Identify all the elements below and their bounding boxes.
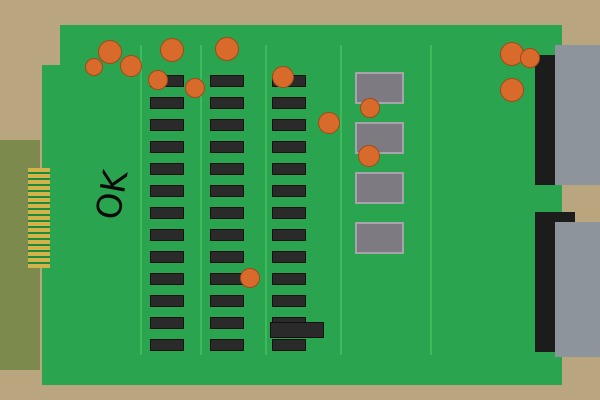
capacitor — [98, 40, 122, 64]
dip-chip — [150, 339, 184, 351]
ceramic-chip — [355, 172, 404, 204]
dip-chip — [272, 229, 306, 241]
dip-chip — [272, 251, 306, 263]
dip-chip — [150, 207, 184, 219]
ribbon-cable-bottom — [555, 222, 600, 357]
trace — [200, 45, 202, 355]
dip-chip — [150, 97, 184, 109]
dip-chip — [210, 141, 244, 153]
dip-chip — [150, 163, 184, 175]
ceramic-chip — [355, 72, 404, 104]
dip-chip — [210, 339, 244, 351]
dip-chip — [272, 339, 306, 351]
dip-chip — [272, 295, 306, 307]
capacitor — [272, 66, 294, 88]
trace — [340, 45, 342, 355]
dip-chip — [210, 163, 244, 175]
dip-chip — [210, 273, 244, 285]
capacitor — [318, 112, 340, 134]
dip-chip — [150, 141, 184, 153]
capacitor — [360, 98, 380, 118]
trace — [265, 45, 267, 355]
dip-chip — [272, 273, 306, 285]
capacitor — [148, 70, 168, 90]
dip-chip — [272, 207, 306, 219]
trace — [140, 45, 142, 355]
capacitor — [520, 48, 540, 68]
capacitor — [500, 78, 524, 102]
trace — [430, 45, 432, 355]
dip-chip — [210, 185, 244, 197]
dip-chip — [150, 251, 184, 263]
capacitor — [240, 268, 260, 288]
dip-chip — [210, 97, 244, 109]
capacitor — [160, 38, 184, 62]
dip-chip — [210, 251, 244, 263]
capacitor — [85, 58, 103, 76]
dip-chip — [150, 185, 184, 197]
dip-chip — [210, 295, 244, 307]
dip-chip — [210, 229, 244, 241]
dip-chip — [272, 185, 306, 197]
dip-chip — [150, 119, 184, 131]
edge-connector — [28, 168, 50, 268]
ribbon-cable-top — [555, 45, 600, 185]
large-chip — [270, 322, 324, 338]
dip-chip — [150, 229, 184, 241]
dip-chip — [272, 119, 306, 131]
dip-chip — [210, 75, 244, 87]
dip-chip — [150, 317, 184, 329]
dip-chip — [210, 119, 244, 131]
capacitor — [185, 78, 205, 98]
dip-chip — [272, 141, 306, 153]
capacitor — [358, 145, 380, 167]
dip-chip — [150, 295, 184, 307]
handwritten-ok: OK — [88, 167, 137, 223]
capacitor — [215, 37, 239, 61]
board-notch — [42, 25, 60, 65]
ceramic-chip — [355, 222, 404, 254]
dip-chip — [210, 207, 244, 219]
dip-chip — [210, 317, 244, 329]
dip-chip — [272, 163, 306, 175]
capacitor — [120, 55, 142, 77]
dip-chip — [150, 273, 184, 285]
dip-chip — [272, 97, 306, 109]
